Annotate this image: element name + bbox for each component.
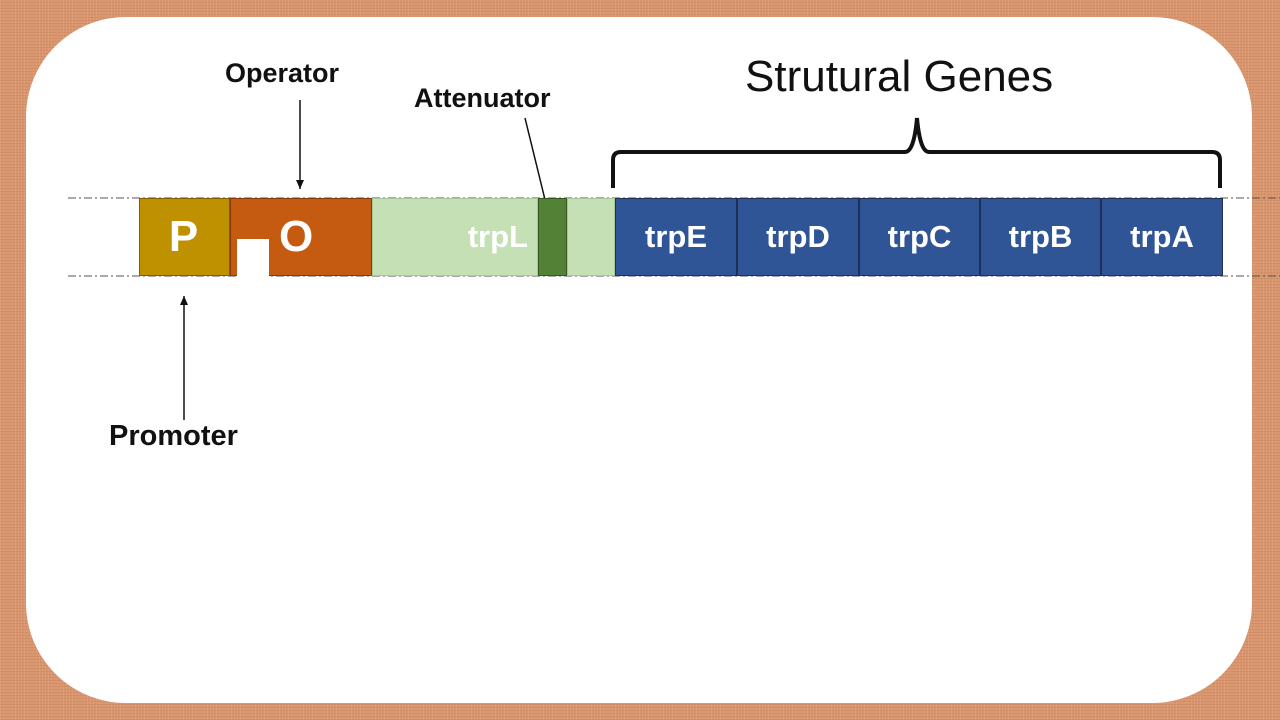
- gene-segment-trpa: trpA: [1101, 198, 1223, 276]
- promoter-operator-overlap-notch: [237, 239, 269, 277]
- leader-segment-trpl: trpL: [372, 198, 538, 276]
- gene-label: trpC: [887, 219, 952, 254]
- gene-label: trpB: [1008, 219, 1073, 254]
- attenuator-segment: [538, 198, 567, 276]
- leader-segment-label: trpL: [467, 219, 528, 254]
- operator-segment: O: [230, 198, 372, 276]
- structural-genes-label: Strutural Genes: [745, 52, 1054, 101]
- gene-segment-trpd: trpD: [737, 198, 859, 276]
- gene-segment-trpb: trpB: [980, 198, 1101, 276]
- gene-label: trpA: [1130, 219, 1194, 254]
- promoter-segment-label: P: [168, 212, 199, 261]
- structural-genes-brace: [611, 117, 1222, 188]
- attenuator-label: Attenuator: [414, 83, 551, 113]
- operator-label: Operator: [225, 58, 340, 88]
- promoter-segment: P: [139, 198, 230, 276]
- gene-label: trpE: [645, 219, 707, 254]
- slide-card: [26, 17, 1252, 703]
- gene-segment-trpe: trpE: [615, 198, 737, 276]
- gene-segment-trpc: trpC: [859, 198, 980, 276]
- promoter-label: Promoter: [109, 420, 238, 452]
- gene-label: trpD: [766, 219, 830, 254]
- operator-segment-label: O: [279, 212, 314, 261]
- leader-tail-segment: [567, 198, 615, 276]
